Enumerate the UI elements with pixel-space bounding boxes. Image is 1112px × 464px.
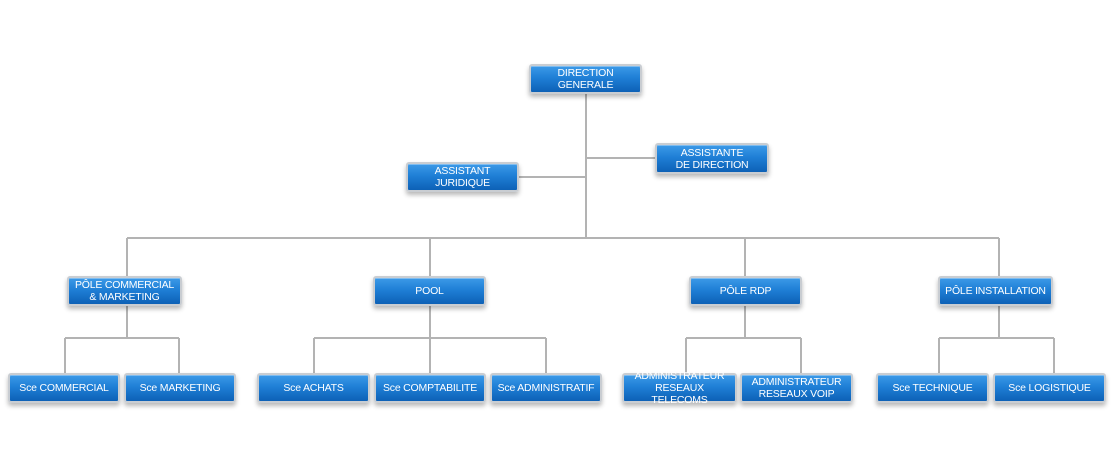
sce-comptabilite-label: Sce COMPTABILITE [382,382,478,394]
assistant-juridique-label: ASSISTANT JURIDIQUE [434,165,491,189]
pole-pool-box: POOL [373,276,486,306]
assistante-direction-label: ASSISTANTE DE DIRECTION [675,146,749,171]
assistante-direction-box: ASSISTANTE DE DIRECTION [655,143,769,174]
admin-reseaux-voip-label: ADMINISTRATEUR RESEAUX VOIP [751,376,842,400]
sce-marketing-label: Sce MARKETING [139,382,221,394]
admin-reseaux-telecoms-box: ADMINISTRATEUR RESEAUX TELECOMS [622,370,737,406]
pole-pool-label: POOL [415,285,444,297]
pole-installation-label: PÔLE INSTALLATION [945,285,1046,297]
sce-achats-box: Sce ACHATS [257,373,370,403]
sce-administratif-label: Sce ADMINISTRATIF [497,382,595,394]
sce-technique-label: Sce TECHNIQUE [892,382,973,394]
direction-generale-label: DIRECTION GENERALE [557,67,614,91]
sce-marketing-box: Sce MARKETING [124,373,236,403]
sce-commercial-label: Sce COMMERCIAL [19,382,109,394]
admin-reseaux-telecoms-label: ADMINISTRATEUR RESEAUX TELECOMS [634,370,725,406]
sce-comptabilite-box: Sce COMPTABILITE [374,373,486,403]
pole-commercial-box: PÔLE COMMERCIAL & MARKETING [67,276,182,306]
pole-installation-box: PÔLE INSTALLATION [938,276,1053,306]
direction-generale-box: DIRECTION GENERALE [529,64,642,94]
sce-logistique-label: Sce LOGISTIQUE [1008,382,1091,394]
pole-commercial-label: PÔLE COMMERCIAL & MARKETING [74,279,175,303]
admin-reseaux-voip-box: ADMINISTRATEUR RESEAUX VOIP [740,373,853,403]
pole-rdp-box: PÔLE RDP [689,276,802,306]
sce-logistique-box: Sce LOGISTIQUE [993,373,1106,403]
sce-administratif-box: Sce ADMINISTRATIF [490,373,602,403]
assistant-juridique-box: ASSISTANT JURIDIQUE [406,162,519,192]
sce-achats-label: Sce ACHATS [283,382,344,394]
sce-technique-box: Sce TECHNIQUE [876,373,989,403]
pole-rdp-label: PÔLE RDP [719,285,772,297]
sce-commercial-box: Sce COMMERCIAL [8,373,120,403]
